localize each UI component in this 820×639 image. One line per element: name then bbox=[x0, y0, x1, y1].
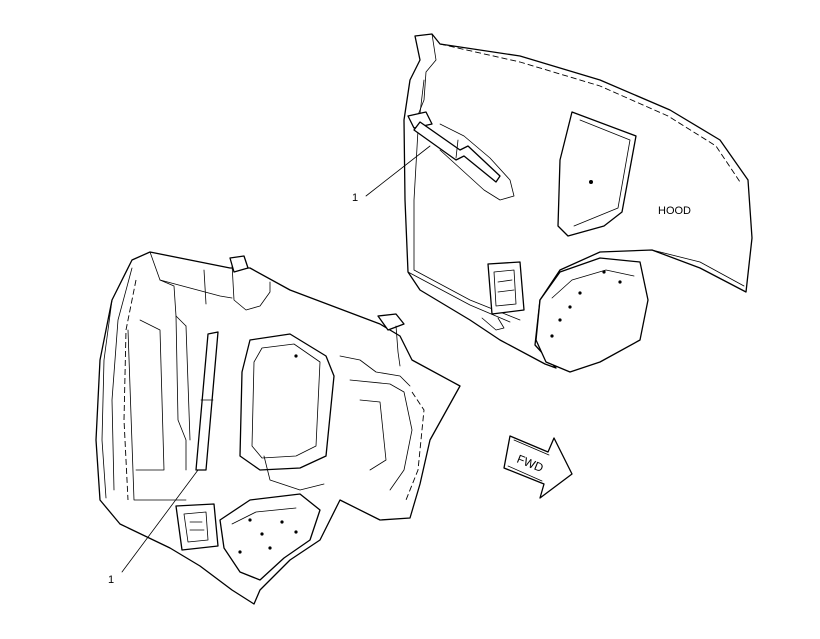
frame-rivet-dots bbox=[238, 518, 298, 554]
hood-support-frame bbox=[95, 251, 461, 605]
callout-upper-1: 1 bbox=[352, 192, 358, 204]
lower-gas-strut bbox=[195, 331, 219, 471]
upper-gas-strut bbox=[413, 121, 515, 201]
hood-label: HOOD bbox=[658, 205, 691, 217]
fwd-direction-arrow: FWD bbox=[503, 435, 573, 499]
arch-rivet-dots bbox=[550, 270, 622, 338]
callout-lower-1: 1 bbox=[108, 574, 114, 586]
hood-panel bbox=[365, 33, 753, 373]
